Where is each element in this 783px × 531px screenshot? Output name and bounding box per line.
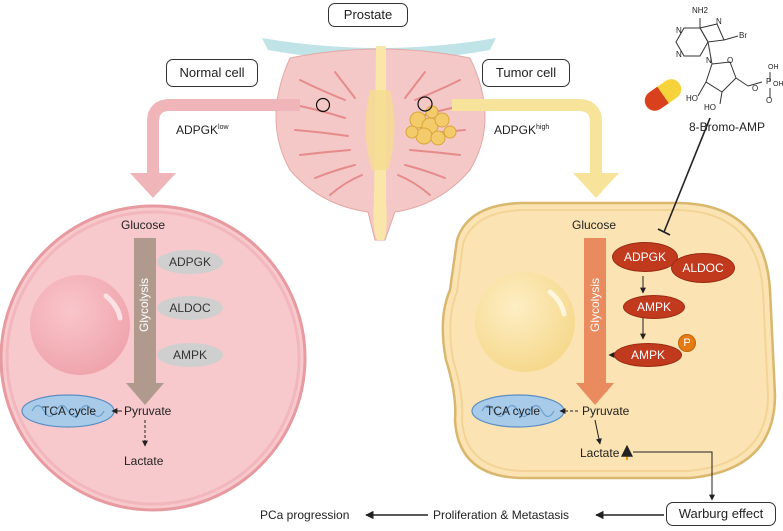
prostate-illustration (262, 38, 496, 241)
normal-cell-marker (315, 97, 331, 113)
adpgk-high-label: ADPGKhigh (494, 123, 550, 137)
drug-atom-n3: N (716, 17, 722, 26)
tumor-nucleus (475, 272, 575, 372)
normal-glucose: Glucose (121, 218, 166, 232)
drug-atom-nh2: NH2 (692, 6, 709, 15)
drug-atom-oh2: OH (773, 81, 783, 88)
normal-tca-label: TCA cycle (42, 404, 97, 418)
normal-cell (0, 204, 307, 512)
tumor-glucose: Glucose (572, 218, 617, 232)
normal-branch-arrow (147, 99, 300, 175)
proliferation-label: Proliferation & Metastasis (433, 508, 570, 522)
drug-atom-n4: N (706, 56, 712, 65)
tumor-branch-arrow (452, 99, 602, 175)
tumor-enzyme-adpgk: ADPGK (612, 242, 678, 272)
capsule-icon (644, 79, 682, 111)
tumor-glycolysis-arrow (584, 238, 606, 383)
tumor-cluster (405, 105, 457, 146)
normal-enzyme-ampk: AMPK (157, 343, 223, 367)
tumor-pyruvate: Pyruvate (582, 404, 630, 418)
tumor-tca-label: TCA cycle (486, 404, 541, 418)
tumor-lactate: Lactate (580, 446, 620, 460)
pca-progression-label: PCa progression (260, 508, 350, 522)
normal-enzyme-adpgk: ADPGK (157, 250, 223, 274)
adpgk-low-label: ADPGKlow (176, 123, 229, 137)
drug-atom-n1: N (676, 26, 682, 35)
tumor-enzyme-ampk-p: AMPK (614, 343, 682, 367)
drug-atom-oh1: OH (768, 64, 779, 71)
drug-atom-br: Br (739, 31, 747, 40)
normal-glycolysis-arrow (134, 238, 156, 383)
normal-mitochondrion (21, 394, 115, 428)
tumor-cell-label: Tumor cell (482, 59, 570, 87)
prostate-label: Prostate (328, 3, 408, 27)
drug-atom-o2: O (752, 84, 759, 93)
inhibition-line (663, 117, 711, 233)
drug-atom-o-double: O (766, 96, 773, 105)
drug-atom-ho2: HO (704, 103, 716, 112)
normal-enzyme-aldoc: ALDOC (157, 296, 223, 320)
drug-atom-n2: N (676, 50, 682, 59)
8-bromo-amp-structure (675, 18, 771, 105)
normal-nucleus (30, 275, 130, 375)
drug-atom-p: P (766, 77, 772, 86)
normal-cell-label: Normal cell (166, 59, 258, 87)
drug-name: 8-Bromo-AMP (689, 120, 766, 134)
drug-atom-o1: O (727, 56, 734, 65)
tumor-enzyme-aldoc: ALDOC (671, 253, 735, 283)
normal-pyruvate: Pyruvate (124, 404, 172, 418)
tumor-enzyme-ampk: AMPK (623, 295, 685, 319)
phosphate-badge: P (678, 334, 696, 352)
warburg-effect-box: Warburg effect (666, 502, 776, 526)
tumor-cell-marker (417, 96, 433, 112)
drug-atom-ho1: HO (686, 94, 698, 103)
normal-lactate: Lactate (124, 454, 164, 468)
